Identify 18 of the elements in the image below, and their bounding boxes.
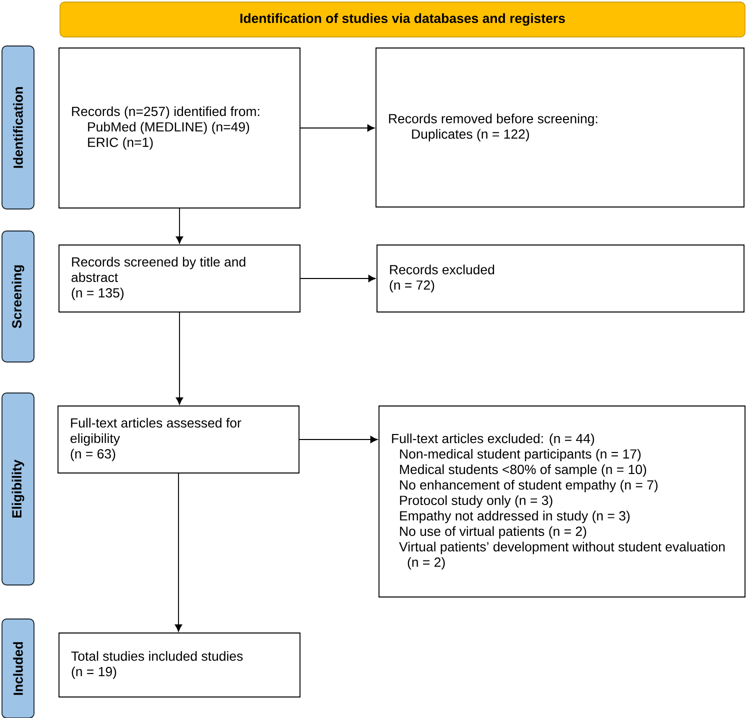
process-box: Records removed before screening: Duplicates (n = 122) <box>376 48 744 208</box>
arrow <box>174 473 182 632</box>
stage-label: Screening <box>2 230 34 362</box>
arrow <box>176 208 184 244</box>
process-box: Full-text articles excluded: (n = 44) Non-medical student participants (n = 17) Medical students <80% of sample (n = 10) No enhancement of student empathy (n = 7) Protocol study only (n = 3) Empathy not addressed in study (n = 3) No use of virtual patients (n = 2) Virtual patients’ development without student evaluation (n = 2) <box>378 406 746 598</box>
process-box: Records excluded (n = 72) <box>376 244 744 312</box>
process-box: Full-text articles assessed for eligibility (n = 63) <box>58 406 300 474</box>
header-banner: Identification of studies via databases and registers <box>60 2 746 38</box>
process-box: Records screened by title and abstract (n = 135) <box>58 244 300 312</box>
stage-label: Identification <box>2 46 34 210</box>
arrow <box>176 312 184 405</box>
process-box: Records (n=257) identified from: PubMed (MEDLINE) (n=49) ERIC (n=1) <box>58 48 300 208</box>
arrow <box>300 124 375 132</box>
stage-label: Eligibility <box>2 392 34 586</box>
process-box: Total studies included studies (n = 19) <box>58 632 300 698</box>
arrow <box>299 436 378 444</box>
arrow <box>300 274 376 282</box>
stage-label: Included <box>2 618 34 718</box>
